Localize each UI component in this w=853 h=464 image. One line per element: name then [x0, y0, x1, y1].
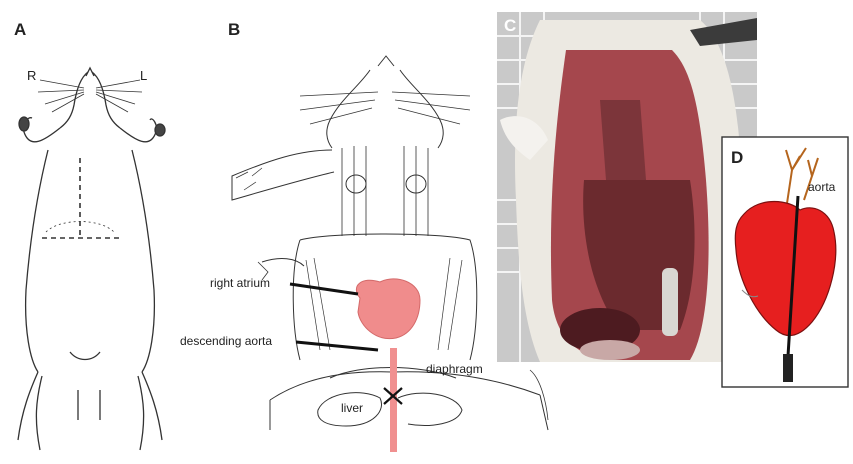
catheter-hub [783, 354, 793, 382]
panel-d-letter: D [731, 148, 743, 168]
aorta-label: aorta [808, 180, 835, 194]
